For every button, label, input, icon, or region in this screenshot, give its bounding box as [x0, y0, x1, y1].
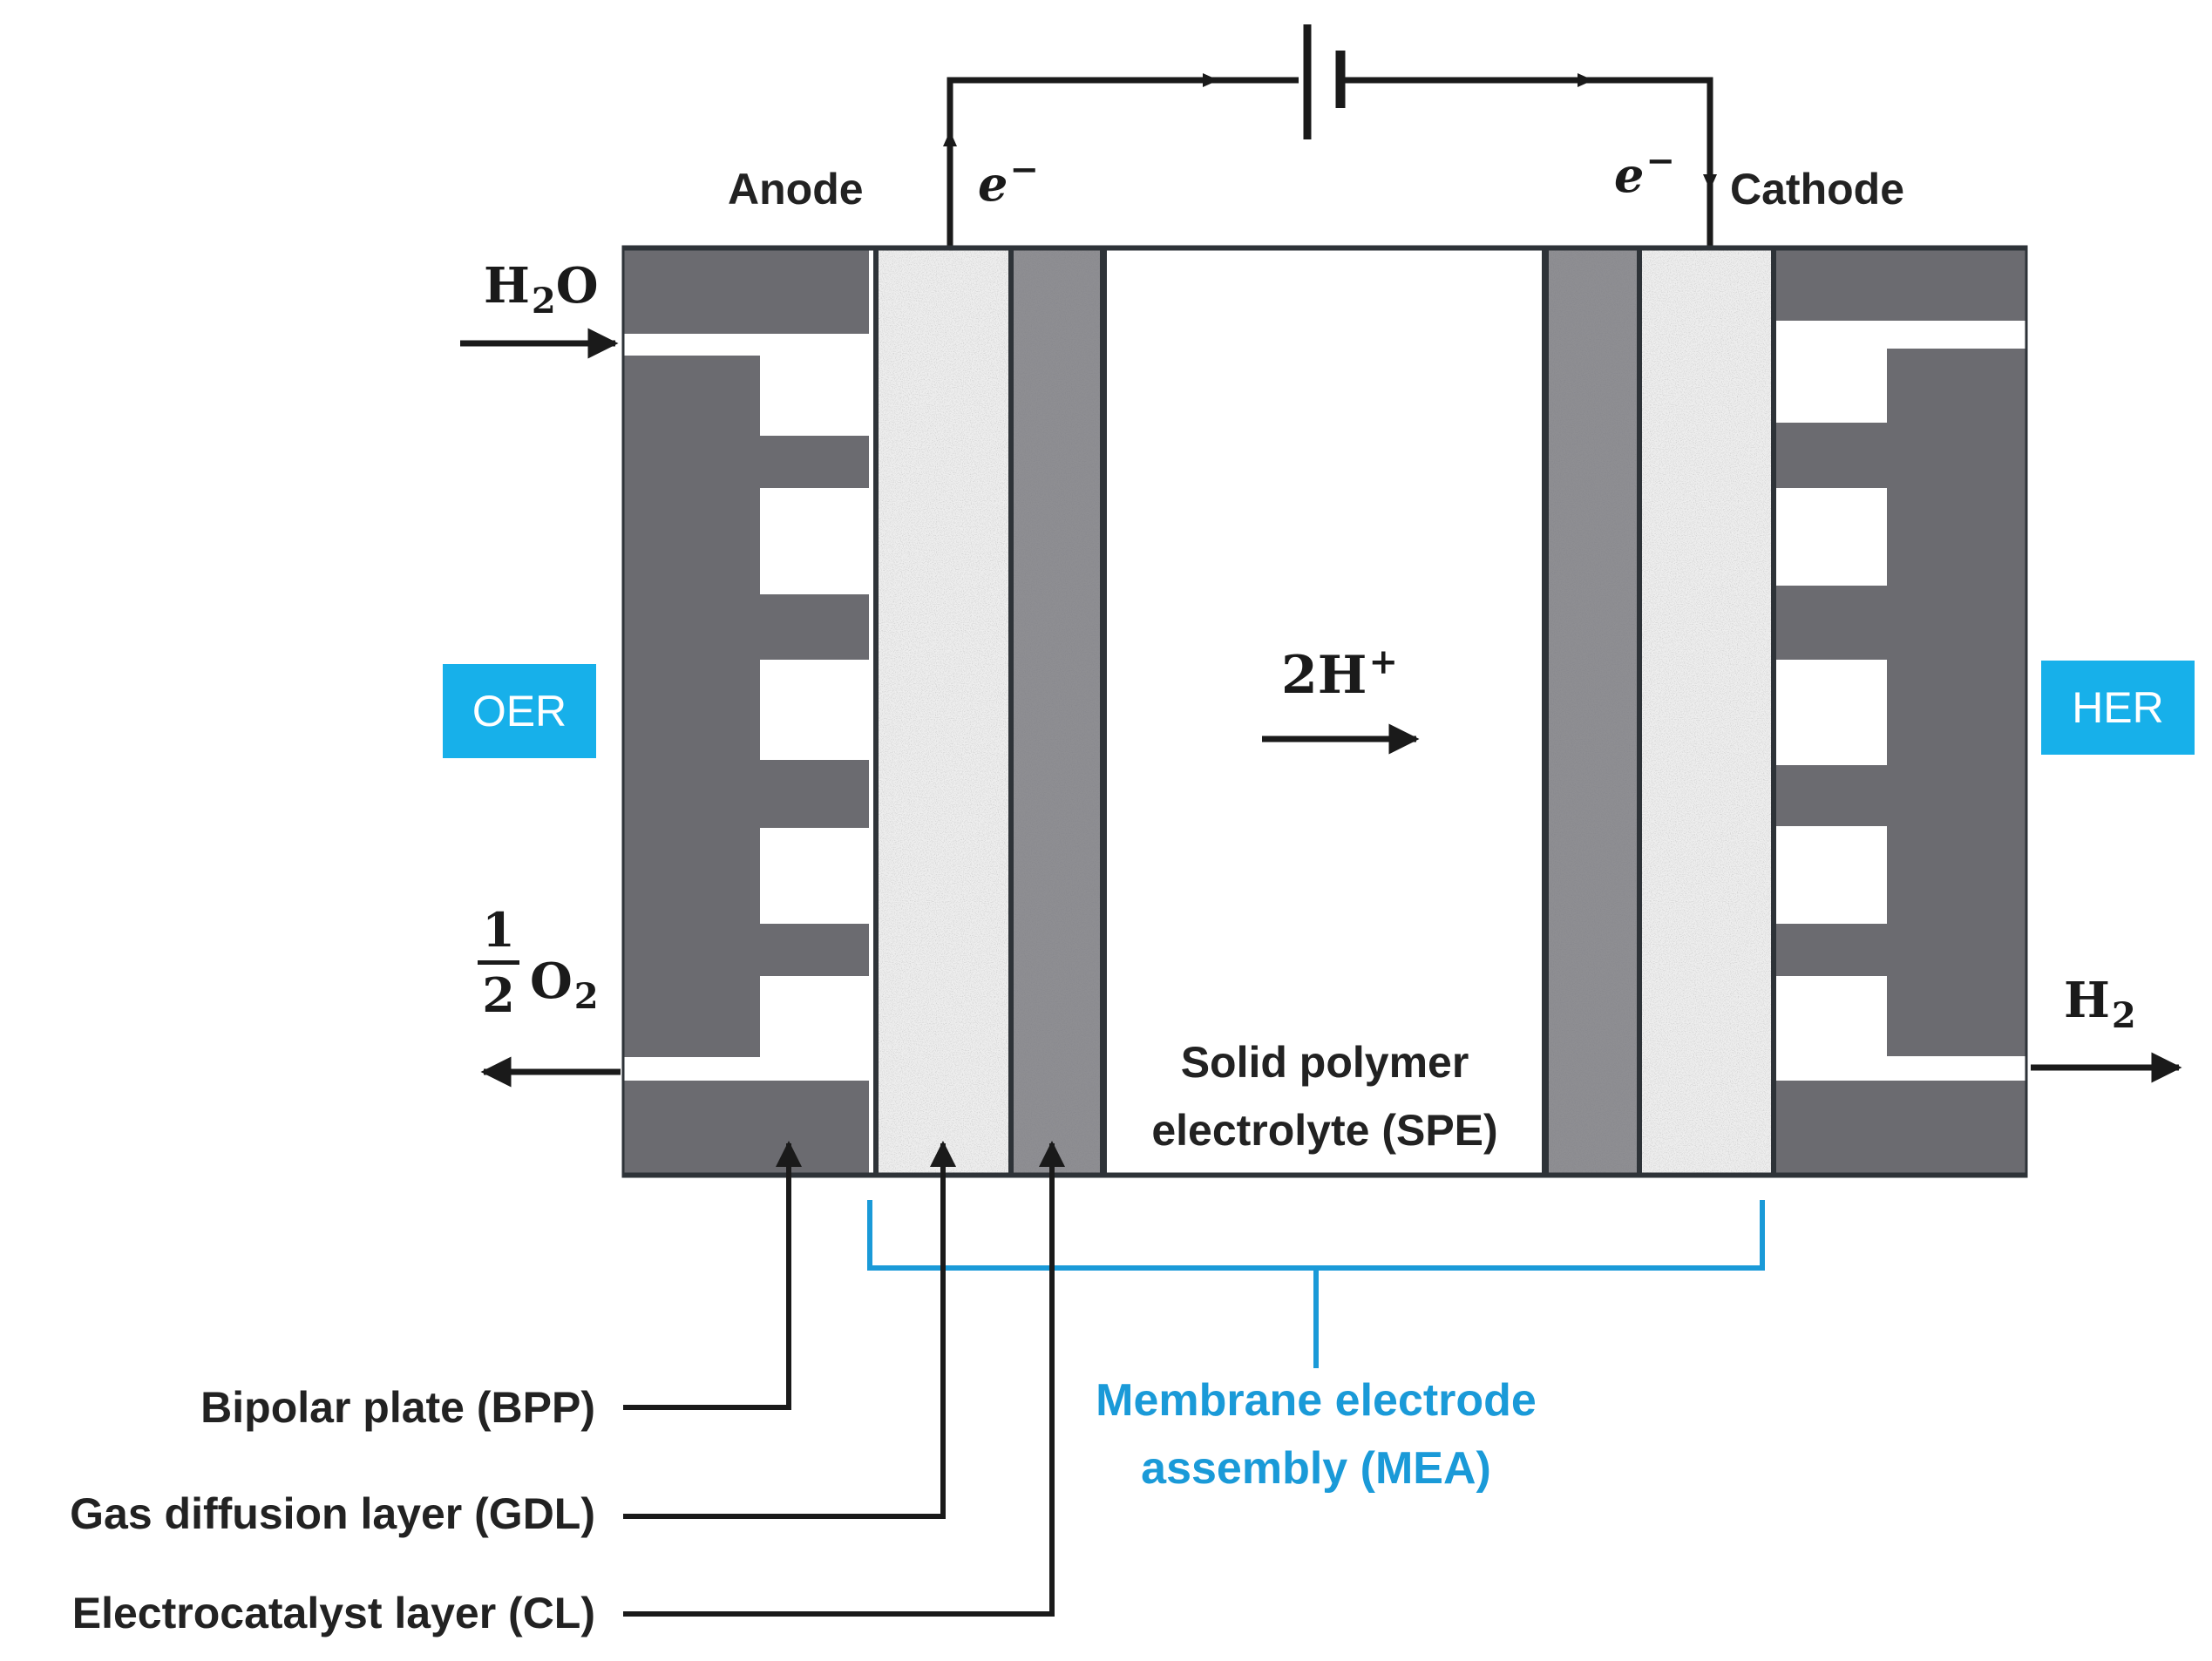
- leader-lines: [623, 1141, 1065, 1617]
- electron-label-anode: e−: [978, 149, 1039, 212]
- anode-plate-spine: [623, 356, 760, 1057]
- cathode-gas-diffusion-layer: [1642, 247, 1771, 1176]
- water-inlet-label: H2O: [484, 257, 599, 322]
- arrow-mark-right-down: [1703, 174, 1717, 190]
- bpp-label: Bipolar plate (BPP): [200, 1383, 595, 1432]
- solid-polymer-electrolyte: [1107, 247, 1543, 1176]
- bpp-leader: [623, 1141, 802, 1410]
- current-direction-marks: [943, 73, 1717, 190]
- hydrogen-outlet-label: H2: [2064, 972, 2136, 1036]
- arrow-mark-left-up: [943, 131, 957, 146]
- mea-label: Membrane electrode assembly (MEA): [1037, 1366, 1595, 1502]
- anode-catalyst-layer: [1013, 247, 1100, 1176]
- arrow-mark-top-left: [1203, 73, 1218, 87]
- anode-plate-top-bar: [623, 247, 869, 334]
- oxygen-fraction-denominator: 2: [482, 967, 515, 1023]
- anode-gas-diffusion-layer: [878, 247, 1008, 1176]
- anode-plate-rib-4: [758, 924, 869, 976]
- spe-label-line-2: electrolyte (SPE): [1151, 1106, 1498, 1155]
- cathode-bipolar-plate: [1776, 247, 2026, 1176]
- anode-plate-rib-3: [758, 760, 869, 828]
- external-circuit: [947, 24, 1713, 247]
- mea-label-line-1: Membrane electrode: [1096, 1375, 1537, 1426]
- spe-label-line-1: Solid polymer: [1180, 1038, 1469, 1087]
- gdl-leader: [623, 1141, 956, 1519]
- proton-label: 2H+: [1281, 641, 1398, 706]
- anode-label: Anode: [728, 165, 864, 214]
- anode-bipolar-plate: [623, 247, 869, 1176]
- flow-arrows: [460, 328, 2182, 1088]
- circuit-wire-right: [1338, 77, 1713, 247]
- oxygen-outlet-label: O2: [530, 953, 599, 1017]
- spe-label: Solid polymer electrolyte (SPE): [1124, 1028, 1525, 1164]
- arrow-mark-top-right: [1578, 73, 1593, 87]
- cathode-plate-top-bar: [1776, 247, 2026, 321]
- anode-plate-rib-2: [758, 594, 869, 660]
- cl-label: Electrocatalyst layer (CL): [71, 1589, 595, 1637]
- gdl-label: Gas diffusion layer (GDL): [70, 1489, 595, 1538]
- oer-badge: OER: [443, 664, 596, 758]
- cathode-label: Cathode: [1730, 165, 1904, 214]
- cathode-plate-rib-4: [1776, 924, 1890, 976]
- cathode-catalyst-layer: [1547, 247, 1638, 1176]
- cl-leader: [623, 1141, 1065, 1617]
- circuit-wire-left: [947, 77, 1299, 247]
- cathode-plate-rib-3: [1776, 765, 1890, 826]
- layer-outlines: [621, 245, 2028, 1178]
- cathode-plate-spine: [1887, 349, 2026, 1056]
- cathode-plate-rib-1: [1776, 423, 1890, 488]
- cathode-plate-rib-2: [1776, 586, 1890, 660]
- oxygen-fraction: 1 2: [478, 906, 519, 1019]
- oxygen-fraction-numerator: 1: [482, 902, 515, 958]
- anode-plate-bottom-bar: [623, 1081, 869, 1176]
- fraction-bar: [478, 960, 519, 965]
- her-badge: HER: [2041, 661, 2195, 755]
- cathode-plate-bottom-bar: [1776, 1081, 2026, 1176]
- electron-label-cathode: e−: [1614, 140, 1675, 203]
- mea-label-line-2: assembly (MEA): [1141, 1443, 1491, 1494]
- mea-bracket: [867, 1200, 1765, 1368]
- anode-plate-rib-1: [758, 436, 869, 488]
